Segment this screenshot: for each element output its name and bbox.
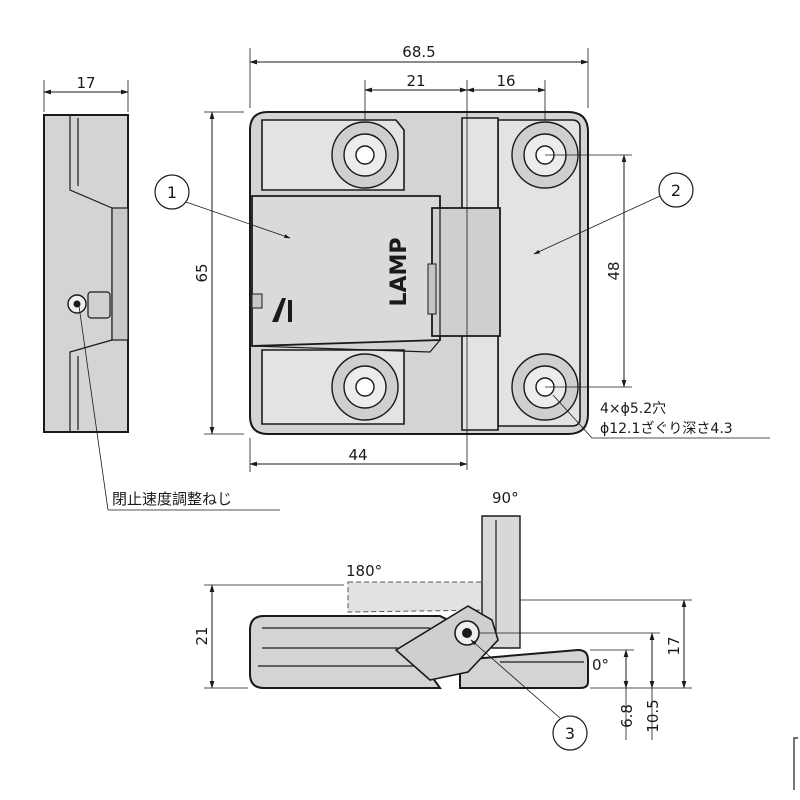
dim-total-width: 68.5 [249,43,589,108]
dim-closed-height-label: 21 [193,626,211,645]
angle-0-label: 0° [592,656,609,674]
dim-open-height-label: 17 [665,636,683,655]
angle-180-label: 180° [346,562,382,580]
dim-leaf-thickness: 6.8 10.5 [480,632,662,740]
mount-hole-bottom-left [331,353,399,421]
brand-label: LAMP [387,237,412,306]
profile-view [249,515,589,689]
dim-side-width: 17 [43,74,129,112]
callout-1: 1 [154,174,291,239]
dim-thickness-high-label: 10.5 [644,699,662,732]
front-view: LAMP [249,111,589,435]
callout-3: 3 [470,639,588,751]
open-leaf-90 [481,515,521,649]
hole-spec-line1: 4×ϕ5.2穴 [600,401,666,417]
side-view [43,114,129,433]
dim-closed-height: 21 [193,584,344,689]
mount-hole-top-left [331,121,399,189]
callout-2-label: 2 [671,181,681,200]
callout-3-label: 3 [565,724,575,743]
screw-leader: 閉止速度調整ねじ [78,305,280,511]
dim-left-leaf-label: 44 [348,446,367,464]
frame-corner-mark [793,737,798,790]
dim-thickness-low-label: 6.8 [618,704,636,728]
dim-height: 65 [193,111,244,435]
dim-height-label: 65 [193,263,211,282]
callout-1-label: 1 [167,183,177,202]
dim-total-width-label: 68.5 [402,43,435,61]
dim-hole-right-label: 16 [496,72,515,90]
lamp-logo-mark-icon [272,298,286,322]
dim-hole-pitch-label: 48 [605,261,623,280]
angle-90-label: 90° [492,489,519,507]
dim-hole-offsets: 21 16 [364,72,546,470]
dim-hole-pitch: 48 [545,154,632,388]
dim-side-width-label: 17 [76,74,95,92]
dim-hole-left-label: 21 [406,72,425,90]
callout-2: 2 [533,172,694,255]
hole-spec-note: 4×ϕ5.2穴 ϕ12.1ざぐり深さ4.3 [552,394,770,439]
dim-open-height: 17 [520,599,692,689]
dim-left-leaf: 44 [249,438,468,472]
hole-spec-line2: ϕ12.1ざぐり深さ4.3 [600,420,733,437]
screw-label: 閉止速度調整ねじ [112,490,232,508]
